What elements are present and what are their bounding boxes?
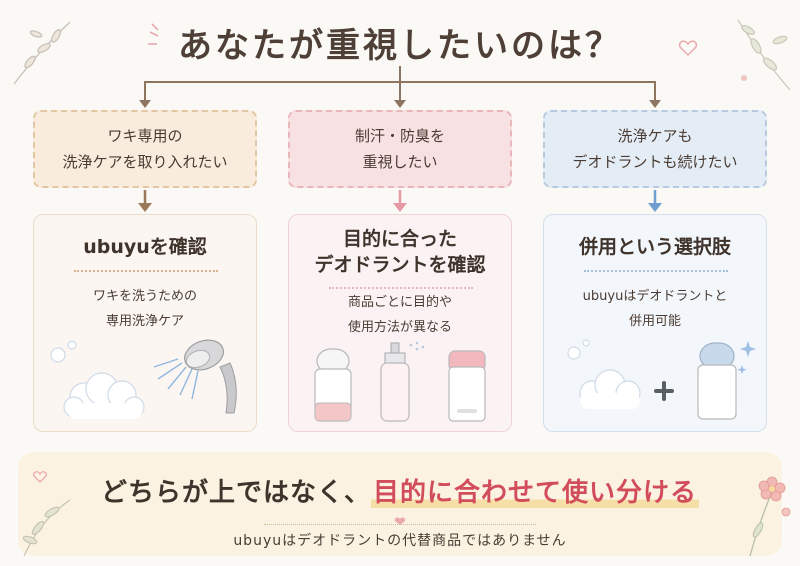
roll-on-bottle-icon — [314, 348, 352, 422]
question-box-3: 洗浄ケアも デオドラントも続けたい — [543, 110, 767, 188]
result-title: デオドラントを確認 — [314, 253, 486, 276]
roll-on-bottle-icon — [697, 342, 737, 420]
heart-icon — [32, 471, 48, 483]
result-box-1: ubuyuを確認 ワキを洗うための 専用洗浄ケア — [33, 214, 257, 432]
flower-icon — [749, 476, 791, 557]
question-line: 洗浄ケアも — [617, 126, 693, 145]
divider — [584, 270, 728, 272]
divider — [264, 524, 536, 525]
heart-icon — [394, 517, 406, 525]
leaf-branch-icon — [22, 499, 71, 557]
sparkle-icon — [148, 23, 159, 45]
result-title: 目的に合った — [342, 228, 457, 250]
branch3-arrow — [648, 190, 662, 212]
illustration-3 — [567, 339, 756, 420]
result-desc-line: ubuyuはデオドラントと — [582, 289, 728, 304]
heart-icon — [678, 40, 698, 57]
divider — [329, 287, 473, 289]
plus-icon — [654, 381, 674, 401]
illustration-1 — [50, 339, 237, 419]
result-title: 併用という選択肢 — [578, 236, 731, 258]
stick-deodorant-icon — [448, 350, 486, 422]
conclusion-text: どちらが上ではなく、目的に合わせて使い分ける — [0, 472, 800, 509]
result-title: ubuyuを確認 — [83, 236, 207, 258]
result-desc-line: ワキを洗うための — [92, 289, 197, 304]
result-desc-line: 商品ごとに目的や — [347, 295, 452, 310]
arrow-down-icon — [139, 100, 661, 108]
leaf-branch-icon — [737, 19, 791, 91]
foam-icon — [50, 340, 145, 419]
illustration-2 — [314, 341, 486, 422]
question-line: 制汗・防臭を — [354, 126, 445, 145]
question-box-2: 制汗・防臭を 重視したい — [288, 110, 512, 188]
result-desc-line: 使用方法が異なる — [347, 319, 452, 335]
result-box-2: 目的に合った デオドラントを確認 商品ごとに目的や 使用方法が異なる — [288, 214, 512, 432]
branch2-arrow — [393, 190, 407, 212]
question-line: 重視したい — [362, 153, 438, 171]
conclusion-highlight: 目的に合わせて使い分ける — [371, 478, 700, 508]
question-box-1: ワキ専用の 洗浄ケアを取り入れたい — [33, 110, 257, 188]
result-desc-line: 併用可能 — [628, 313, 681, 329]
question-line: ワキ専用の — [107, 126, 183, 145]
page-title: あなたが重視したいのは？ — [178, 26, 622, 66]
foam-icon — [567, 339, 641, 409]
conclusion-prefix: どちらが上ではなく、 — [100, 478, 371, 508]
branch1-arrow — [138, 190, 152, 212]
leaf-branch-icon — [13, 21, 71, 85]
spray-bottle-icon — [380, 341, 425, 422]
result-desc-line: 専用洗浄ケア — [105, 313, 184, 329]
question-line: 洗浄ケアを取り入れたい — [62, 153, 228, 171]
sparkle-icon — [737, 341, 756, 375]
result-box-3: 併用という選択肢 ubuyuはデオドラントと 併用可能 — [543, 214, 767, 432]
divider — [74, 270, 218, 272]
question-line: デオドラントも続けたい — [572, 153, 738, 171]
footnote: ubuyuはデオドラントの代替商品ではありません — [233, 533, 567, 549]
shower-head-icon — [153, 339, 237, 414]
